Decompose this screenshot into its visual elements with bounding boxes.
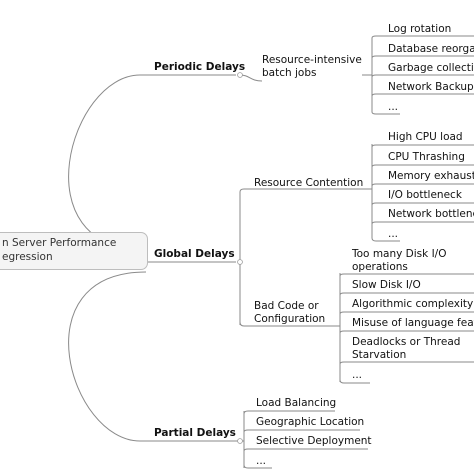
resource-contention-label[interactable]: Resource Contention <box>254 177 364 189</box>
item-geographic-location[interactable]: Geographic Location <box>256 416 365 428</box>
root-label-line2: egression <box>2 251 53 263</box>
item-io-bottleneck[interactable]: I/O bottleneck <box>388 189 462 201</box>
item-network-backup[interactable]: Network Backup <box>388 81 474 93</box>
item-algorithmic-complexity[interactable]: Algorithmic complexity <box>352 298 474 310</box>
item-badcode-more[interactable]: ... <box>352 369 363 381</box>
item-misuse-language[interactable]: Misuse of language featu <box>352 317 474 329</box>
node-knot <box>237 438 243 444</box>
root-node[interactable] <box>0 232 148 270</box>
item-high-cpu[interactable]: High CPU load <box>388 131 463 143</box>
item-selective-deployment[interactable]: Selective Deployment <box>256 435 372 447</box>
bad-code-label[interactable]: Bad Code or Configuration <box>254 300 326 325</box>
item-too-many-disk-io[interactable]: Too many Disk I/O operations <box>352 248 447 273</box>
item-contention-more[interactable]: ... <box>388 228 399 240</box>
item-deadlocks[interactable]: Deadlocks or Thread Starvation <box>352 336 461 361</box>
item-network-bottleneck[interactable]: Network bottlene <box>388 208 474 220</box>
root-label-line1: n Server Performance <box>2 237 117 249</box>
node-knot <box>237 72 243 78</box>
connector-periodic <box>68 74 236 251</box>
root-label: n Server Performance egression <box>2 236 116 264</box>
partial-delays-label[interactable]: Partial Delays <box>154 427 236 439</box>
connector-partial <box>68 271 236 442</box>
connector-batch <box>239 74 263 82</box>
item-database-reorg[interactable]: Database reorgan <box>388 43 474 55</box>
global-delays-label[interactable]: Global Delays <box>154 248 235 260</box>
periodic-delays-label[interactable]: Periodic Delays <box>154 61 246 73</box>
item-load-balancing[interactable]: Load Balancing <box>256 397 337 409</box>
batch-jobs-label[interactable]: Resource-intensive batch jobs <box>262 54 362 79</box>
item-partial-more[interactable]: ... <box>256 455 267 467</box>
item-periodic-more[interactable]: ... <box>388 101 399 113</box>
item-log-rotation[interactable]: Log rotation <box>388 23 452 35</box>
item-slow-disk-io[interactable]: Slow Disk I/O <box>352 279 421 291</box>
item-cpu-thrashing[interactable]: CPU Thrashing <box>388 151 465 163</box>
item-memory-exhausted[interactable]: Memory exhauste <box>388 170 474 182</box>
item-garbage-collection[interactable]: Garbage collectio <box>388 62 474 74</box>
node-knot <box>237 259 243 265</box>
